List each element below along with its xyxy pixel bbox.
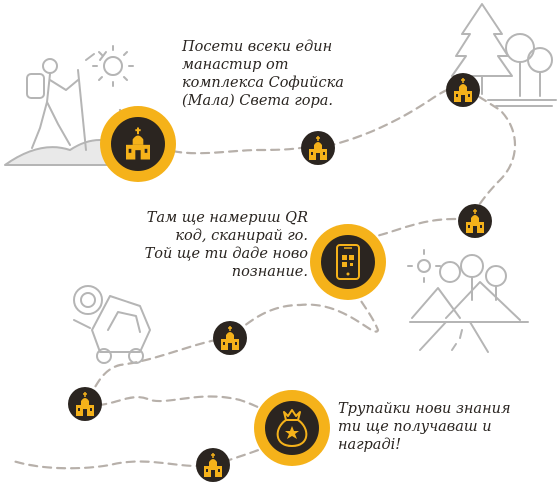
step-1-text: Посети всеки един манастир от комплекса … <box>182 39 344 109</box>
monastery-marker-2 <box>301 131 335 165</box>
step-2-badge <box>310 224 386 300</box>
monastery-marker-5 <box>68 387 102 421</box>
car-icon <box>73 285 151 364</box>
mountain-road-icon <box>407 249 529 353</box>
step-1-badge <box>100 106 176 182</box>
monastery-marker-3 <box>458 204 492 238</box>
step-2-text: Там ще намериш QR код, сканирай го. Той … <box>144 210 308 280</box>
qr-phone-icon <box>336 244 360 280</box>
reward-bag-icon <box>276 409 308 447</box>
monastery-marker-1 <box>446 73 480 107</box>
monastery-marker-6 <box>196 448 230 482</box>
forest-icon <box>451 3 557 107</box>
step-3-text: Трупайки нови знания ти ще получаваш и н… <box>338 401 511 453</box>
monastery-marker-4 <box>213 321 247 355</box>
step-3-badge <box>254 390 330 466</box>
